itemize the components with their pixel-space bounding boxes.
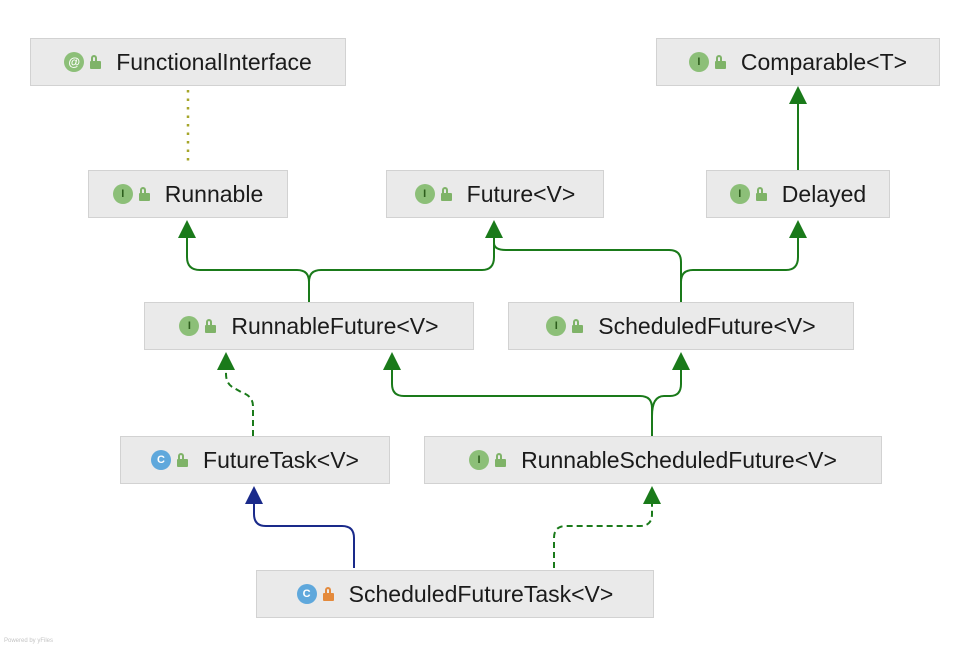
public-unlock-icon: [90, 55, 102, 69]
arrowhead-comparable: [789, 86, 807, 104]
node-label: RunnableFuture<V>: [231, 312, 439, 339]
interface-icon: I: [414, 184, 435, 204]
interface-icon: I: [469, 450, 490, 470]
node-label: ScheduledFutureTask<V>: [348, 580, 614, 607]
arrowhead-scheduledfuture: [672, 352, 690, 370]
node-label: RunnableScheduledFuture<V>: [521, 446, 837, 473]
interface-icon: I: [729, 184, 750, 204]
node-scheduled-future-task[interactable]: C ScheduledFutureTask<V>: [256, 570, 654, 618]
public-unlock-icon: [205, 319, 217, 333]
arrowhead-future: [485, 220, 503, 238]
node-comparable[interactable]: I Comparable<T>: [656, 38, 940, 86]
edge-scheduledfuture-extends-future: [493, 242, 682, 302]
public-unlock-icon: [755, 187, 768, 201]
arrowhead-runnablefuture: [383, 352, 401, 370]
node-label: Runnable: [164, 180, 264, 207]
node-runnable-future[interactable]: I RunnableFuture<V>: [144, 302, 474, 350]
edge-rsf-extends-scheduledfuture: [651, 370, 682, 417]
node-future[interactable]: I Future<V>: [386, 170, 604, 218]
interface-icon: I: [688, 52, 709, 72]
edge-rsf-extends-runnablefuture: [391, 370, 653, 436]
public-unlock-icon: [440, 187, 453, 201]
edge-runnablefuture-extends-runnable: [186, 238, 310, 302]
node-label: FutureTask<V>: [203, 446, 359, 473]
class-icon: C: [296, 584, 317, 604]
edge-scheduledfuturetask-implements-rsf: [553, 504, 653, 568]
public-unlock-icon: [714, 55, 727, 69]
edge-scheduledfuturetask-extends-futuretask: [253, 504, 355, 568]
node-runnable-scheduled-future[interactable]: I RunnableScheduledFuture<V>: [424, 436, 882, 484]
arrowhead-delayed: [789, 220, 807, 238]
node-label: Delayed: [781, 180, 867, 207]
annotation-icon: @: [64, 52, 85, 72]
node-functional-interface[interactable]: @ FunctionalInterface: [30, 38, 346, 86]
node-scheduled-future[interactable]: I ScheduledFuture<V>: [508, 302, 854, 350]
interface-icon: I: [179, 316, 200, 336]
arrowhead-runnablefuture-impl: [217, 352, 235, 370]
node-future-task[interactable]: C FutureTask<V>: [120, 436, 390, 484]
private-lock-icon: [322, 587, 335, 601]
arrowhead-runnable: [178, 220, 196, 238]
public-unlock-icon: [138, 187, 151, 201]
interface-icon: I: [112, 184, 133, 204]
arrowhead-rsf: [643, 486, 661, 504]
edge-runnablefuture-extends-future: [308, 238, 495, 283]
public-unlock-icon: [177, 453, 189, 467]
node-label: ScheduledFuture<V>: [598, 312, 816, 339]
node-delayed[interactable]: I Delayed: [706, 170, 890, 218]
class-icon: C: [151, 450, 172, 470]
node-label: FunctionalInterface: [116, 48, 312, 75]
footer-credit: Powered by yFiles: [4, 638, 54, 644]
node-label: Comparable<T>: [740, 48, 908, 75]
edge-scheduledfuture-extends-delayed: [680, 238, 799, 283]
interface-icon: I: [546, 316, 567, 336]
node-label: Future<V>: [466, 180, 576, 207]
public-unlock-icon: [572, 319, 584, 333]
arrowhead-futuretask: [245, 486, 263, 504]
edge-futuretask-implements-runnablefuture: [225, 370, 254, 436]
public-unlock-icon: [495, 453, 507, 467]
node-runnable[interactable]: I Runnable: [88, 170, 288, 218]
